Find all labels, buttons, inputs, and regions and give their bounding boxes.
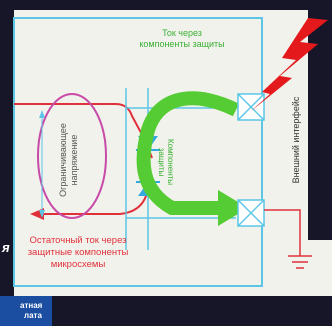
voltage-arrow-down-icon	[39, 210, 45, 218]
voltage-arrow-up-icon	[39, 110, 45, 118]
external-interface-label: Внешний интерфейс	[291, 96, 301, 183]
limiting-voltage-ellipse	[37, 93, 107, 219]
corner-label-line2: лата	[24, 311, 42, 320]
lightning-bolt-icon	[250, 18, 328, 112]
purple-label-line2: напряжение	[69, 135, 79, 186]
purple-label: Ограничивающее напряжение	[58, 123, 79, 197]
green-current-path	[136, 91, 240, 215]
green-mid-label-line2: защиты	[157, 148, 166, 177]
red-label-line1: Остаточный ток через	[29, 235, 126, 246]
corner-panel	[0, 296, 52, 326]
bottom-dark-strip	[0, 296, 332, 326]
red-label-line2: защитные компоненты	[28, 247, 129, 258]
red-current-line-lower	[40, 175, 153, 215]
left-edge-letter: я	[1, 240, 10, 255]
external-interface-text: Внешний интерфейс	[291, 96, 301, 183]
ground-symbol-icon	[264, 209, 312, 269]
red-label-line3: микросхемы	[51, 259, 106, 270]
top-dark-strip	[0, 0, 332, 10]
green-mid-label: Компоненты защиты	[157, 139, 175, 185]
green-mid-label-line1: Компоненты	[166, 139, 175, 185]
left-dark-panel	[0, 0, 14, 300]
connector-pad-upper	[237, 93, 265, 121]
connector-pad-lower	[237, 199, 265, 227]
chip-frame	[13, 17, 263, 287]
paper-area	[14, 10, 308, 296]
green-arrow-head	[218, 190, 248, 226]
purple-label-line1: Ограничивающее	[58, 123, 68, 197]
green-label-line1: Ток через	[162, 28, 202, 38]
corner-label-line1: атная	[20, 301, 43, 310]
green-label-line2: компоненты защиты	[139, 39, 224, 49]
right-dark-panel	[308, 0, 332, 240]
